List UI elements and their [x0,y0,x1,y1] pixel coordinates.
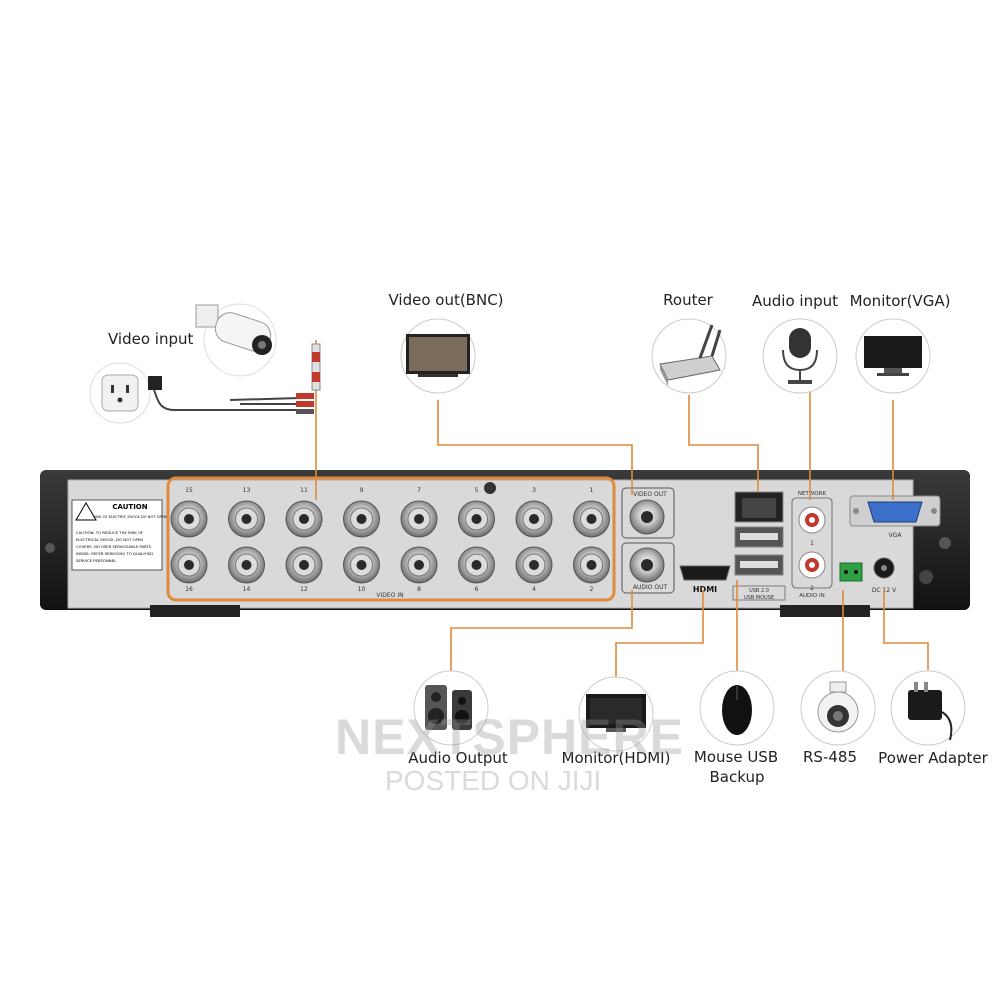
bnc-port-number: 16 [185,586,193,593]
network-caption: NETWORK [798,491,827,497]
video-out-bnc [629,499,665,535]
audio-in-caption: AUDIO IN [799,593,824,599]
bnc-port: 4 [515,546,553,593]
video-in-highlight [166,476,616,602]
caution-text-line: INSIDE. REFER SERVICING TO QUALIFIED [76,551,153,556]
usb-caption: USB 2.0 [749,588,769,594]
hdmi-caption: HDMI [693,585,717,594]
label-video-out-bnc: Video out(BNC) [388,291,504,309]
bnc-port: 11 [285,487,323,538]
bnc-port-number: 13 [243,487,251,494]
bnc-port-number: 8 [417,586,421,593]
device-circle-camera [195,303,277,377]
bnc-port-number: 4 [532,586,536,593]
caution-text-line: CAUTION: TO REDUCE THE RISK OF [76,530,143,535]
device-circle-monitor-bnc [400,318,476,394]
hdmi-port: HDMI [679,565,731,594]
bnc-port: 12 [285,546,323,593]
camera-cables [149,379,301,411]
bnc-port: 7 [400,487,438,538]
bnc-port-number: 5 [475,487,479,494]
bnc-port: 10 [343,546,380,593]
bnc-port-number: 11 [300,487,308,494]
network-usb-ports: NETWORK USB 2.0 USB MOUSE [732,491,827,601]
vga-caption: VGA [889,532,903,539]
device-circle-microphone [762,318,838,394]
bnc-port: 1 [573,487,610,538]
label-audio-output: Audio Output [408,749,508,767]
bnc-port-number: 6 [475,586,479,593]
bnc-port: 13 [228,487,265,538]
device-circle-monitor-vga [855,318,931,394]
caution-sub: RISK OF ELECTRIC SHOCK DO NOT OPEN [93,515,167,519]
bnc-port: 8 [400,546,438,593]
device-circle-speakers [413,670,489,746]
camera-connectors [148,343,321,414]
warning-icon [75,502,97,521]
label-rs485: RS-485 [803,748,857,766]
bnc-port: 14 [228,546,265,593]
bnc-port-number: 7 [417,487,421,494]
video-out-caption: VIDEO OUT [633,491,667,498]
svg-text:2: 2 [810,585,814,592]
audio-out-bnc [629,547,665,583]
bnc-port: 6 [458,546,495,593]
audio-in-ports: 1 2 AUDIO IN [791,497,833,599]
label-router: Router [663,291,713,309]
bnc-port-number: 10 [358,586,366,593]
svg-text:1: 1 [810,540,814,547]
caution-title: CAUTION [112,503,147,511]
video-in-caption: VIDEO IN [376,592,403,599]
dvr-chassis [40,470,970,617]
label-monitor-vga: Monitor(VGA) [849,292,951,310]
caution-text-line: ELECTRICAL SHOCK, DO NOT OPEN [76,537,143,542]
bnc-port-number: 9 [360,487,364,494]
device-circle-mouse [699,670,775,746]
caution-label: CAUTION RISK OF ELECTRIC SHOCK DO NOT OP… [71,499,167,571]
caution-text-line: COVERS. NO USER SERVICEABLE PARTS [76,544,152,549]
device-circle-monitor-hdmi [578,676,654,752]
bnc-port: 9 [343,487,380,538]
device-circle-outlet [89,362,151,424]
bnc-port-number: 3 [532,487,536,494]
audio-out-caption: AUDIO OUT [633,584,668,591]
bnc-port: 2 [573,546,610,593]
bnc-port: 15 [170,487,208,538]
label-video-input: Video input [108,330,194,348]
label-mouse-backup: Backup [709,768,765,786]
device-circle-ptz-camera [800,670,876,746]
video-audio-out-ports: VIDEO OUT AUDIO OUT [621,487,675,594]
bnc-port: 3 [515,487,553,538]
bnc-port-number: 15 [185,487,193,494]
bnc-port: 5 [458,487,495,538]
device-circle-power-adapter [890,670,966,746]
watermark-posted: POSTED ON JIJI [385,765,602,796]
label-power-adapter: Power Adapter [878,749,988,767]
caution-text-line: SERVICE PERSONNEL [76,558,117,563]
bnc-port-number: 1 [590,487,594,494]
label-monitor-hdmi: Monitor(HDMI) [561,749,671,767]
video-in-bnc-group: 15 13 11 9 7 5 3 1 16 14 12 10 8 6 4 2 [170,487,610,593]
bnc-port-number: 14 [243,586,251,593]
label-audio-input: Audio input [752,292,838,310]
bnc-port-number: 12 [300,586,308,593]
bnc-port-number: 2 [590,586,594,593]
device-circle-router [651,318,727,394]
usb-mouse-caption: USB MOUSE [744,595,774,601]
watermark-brand: NEXTSPHERE [335,709,684,765]
label-mouse-usb: Mouse USB [693,748,779,766]
bnc-port: 16 [170,546,208,593]
vga-port: VGA [849,495,941,539]
